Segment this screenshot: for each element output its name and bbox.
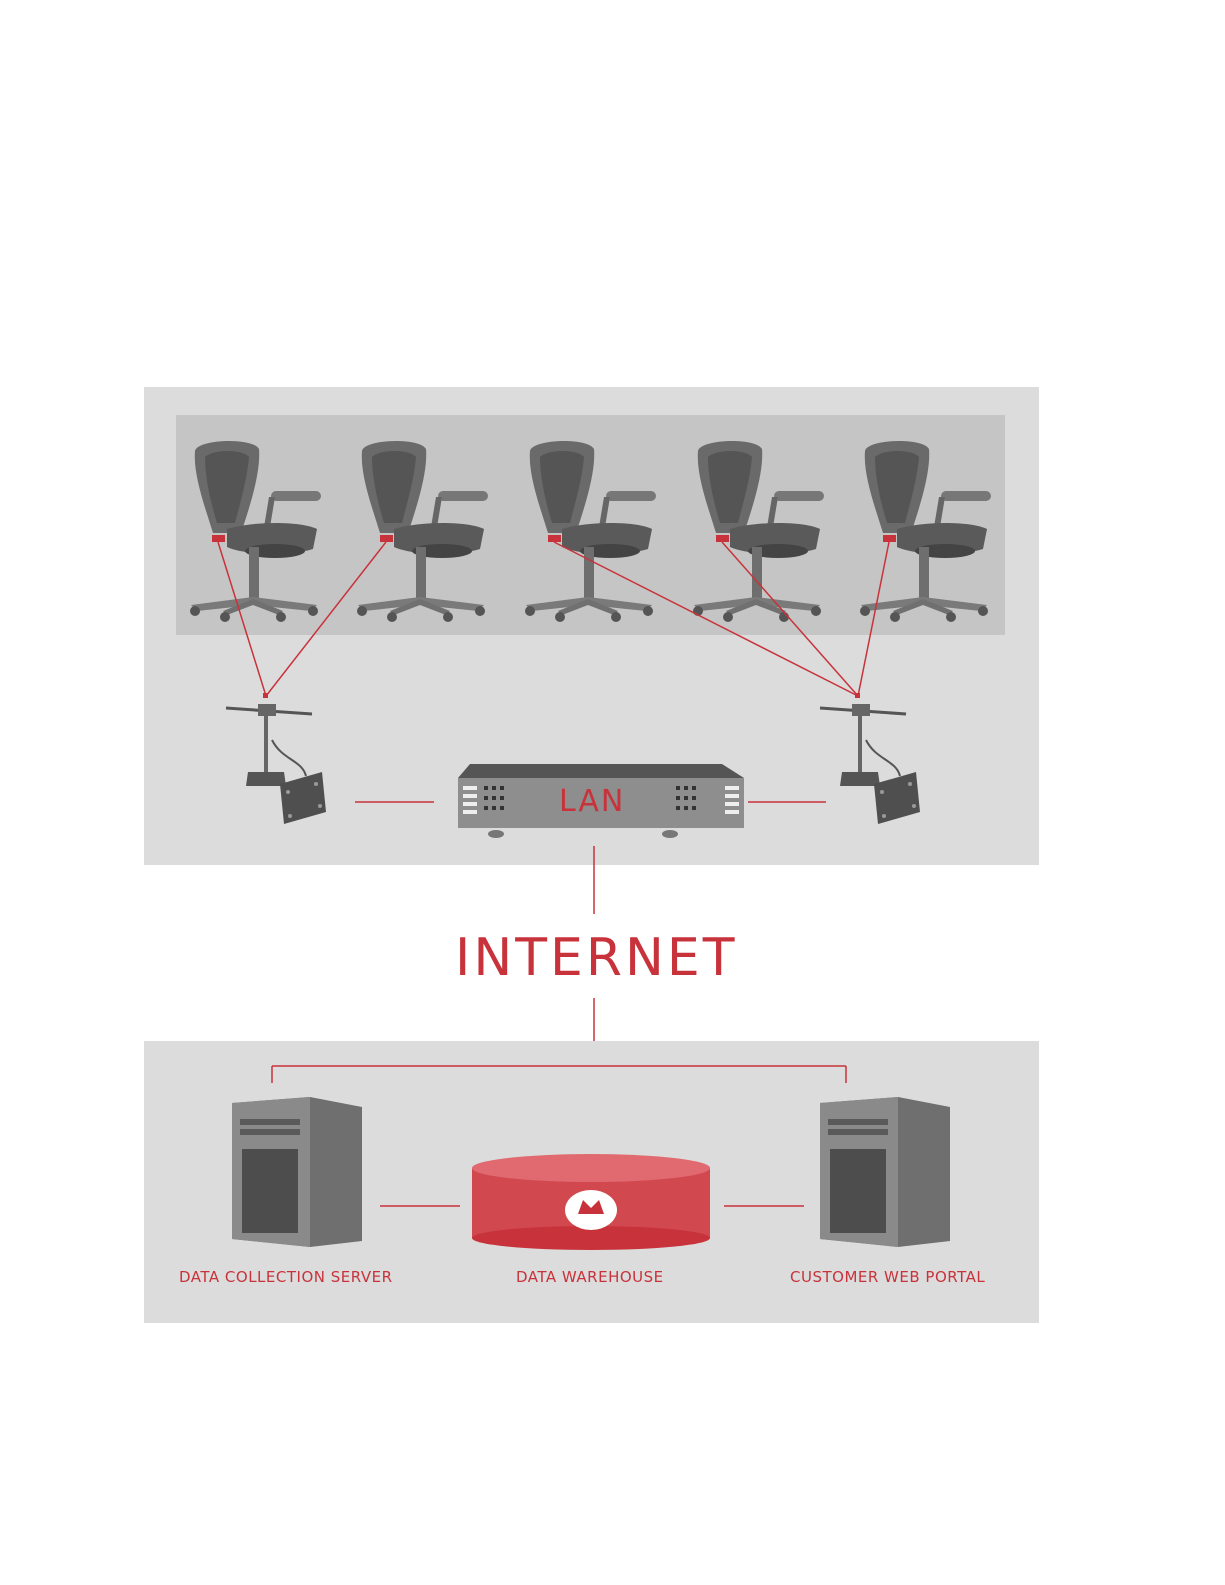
lan-label: LAN: [559, 784, 625, 819]
internet-label: INTERNET: [455, 928, 738, 988]
server-tower-icon: [820, 1097, 950, 1247]
data-warehouse-label: DATA WAREHOUSE: [516, 1268, 664, 1286]
customer-web-portal-label: CUSTOMER WEB PORTAL: [790, 1268, 985, 1286]
server-tower-icon: [232, 1097, 362, 1247]
data-collection-server-label: DATA COLLECTION SERVER: [179, 1268, 393, 1286]
database-icon: [472, 1154, 710, 1250]
